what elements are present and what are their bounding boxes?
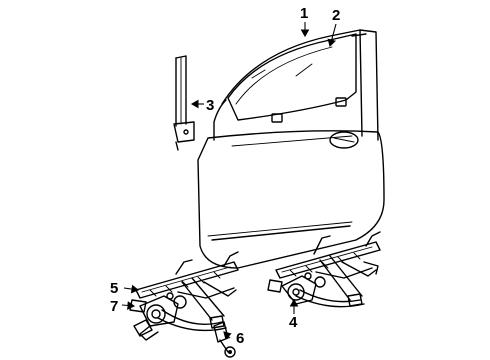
door-panel <box>197 130 385 269</box>
callout-1: 1 <box>300 5 308 22</box>
window-regulator-left <box>129 251 239 341</box>
division-bar <box>173 55 195 151</box>
door-glass <box>227 33 357 123</box>
callout-labels: 1 2 3 4 5 6 7 <box>110 5 340 347</box>
callout-leaders <box>121 22 337 340</box>
callout-6: 6 <box>236 330 244 347</box>
callout-3: 3 <box>206 97 214 114</box>
callout-7: 7 <box>110 298 118 315</box>
callout-4: 4 <box>289 314 298 331</box>
window-regulator-right <box>267 231 381 308</box>
callout-5: 5 <box>110 280 118 297</box>
callout-2: 2 <box>332 7 340 24</box>
door-frame <box>213 29 379 141</box>
